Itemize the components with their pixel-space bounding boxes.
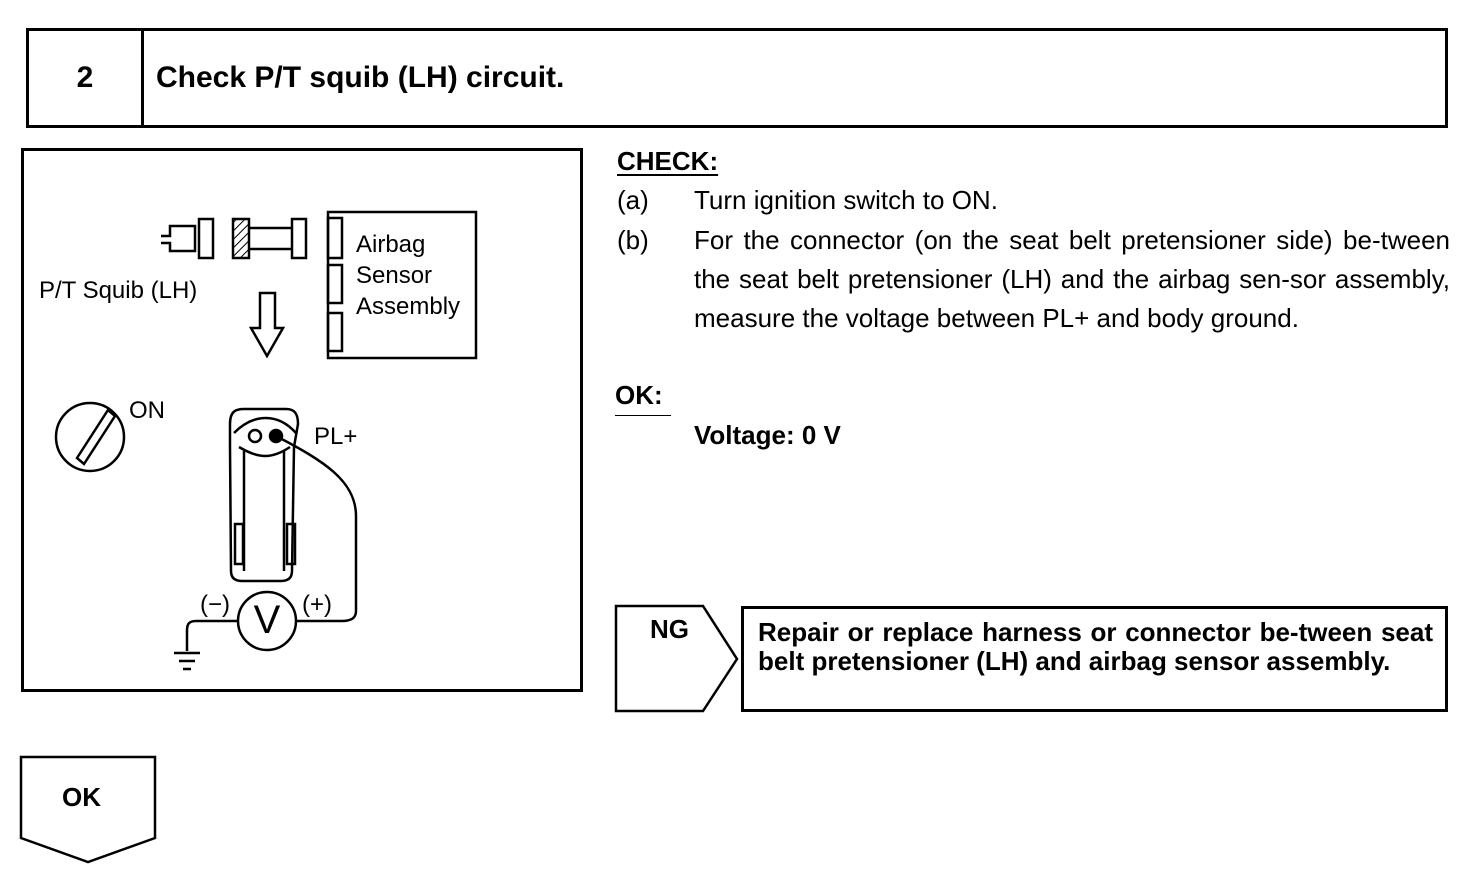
- sensor-label-line-1: Airbag: [356, 231, 426, 258]
- ok-arrow-label: OK: [62, 782, 101, 812]
- ng-label: NG: [650, 614, 689, 644]
- wiring-figure: V Airbag Sensor Assembly P/T Squib (LH) …: [21, 148, 583, 692]
- step-header: 2 Check P/T squib (LH) circuit.: [26, 28, 1448, 128]
- down-arrow-icon: [248, 291, 286, 359]
- voltmeter-symbol: V: [254, 598, 281, 642]
- plus-label: (+): [302, 591, 332, 618]
- minus-label: (−): [200, 591, 230, 618]
- check-heading: CHECK:: [617, 146, 719, 176]
- pl-plus-label: PL+: [314, 423, 358, 450]
- step-number: 2: [29, 31, 144, 125]
- ng-result-box: Repair or replace harness or connector b…: [741, 606, 1448, 712]
- mating-connector-icon: [231, 217, 308, 260]
- ok-heading-rule: [615, 415, 671, 416]
- step-text: For the connector (on the seat belt pret…: [694, 225, 1450, 333]
- ok-heading: OK:: [615, 380, 663, 410]
- sensor-label-line-3: Assembly: [356, 293, 461, 320]
- step-letter: (a): [617, 185, 649, 215]
- ok-spec-value: Voltage: 0 V: [694, 420, 841, 450]
- ng-result-text: Repair or replace harness or connector b…: [758, 617, 1433, 676]
- ng-arrow-icon: [614, 604, 739, 713]
- airbag-sensor-assembly-icon: [326, 210, 478, 360]
- step-text: Turn ignition switch to ON.: [694, 185, 998, 215]
- sensor-label-line-2: Sensor: [356, 262, 433, 289]
- ok-arrow-icon: [19, 755, 157, 864]
- wiring-diagram: V: [54, 210, 478, 671]
- ignition-switch-icon: [54, 401, 126, 473]
- squib-connector-icon: [161, 217, 215, 260]
- step-title: Check P/T squib (LH) circuit.: [156, 61, 565, 94]
- squib-label: P/T Squib (LH): [39, 277, 198, 304]
- pretensioner-connector-icon: [228, 407, 300, 583]
- on-label: ON: [129, 397, 165, 424]
- step-letter: (b): [617, 225, 649, 255]
- ground-icon: [174, 651, 200, 671]
